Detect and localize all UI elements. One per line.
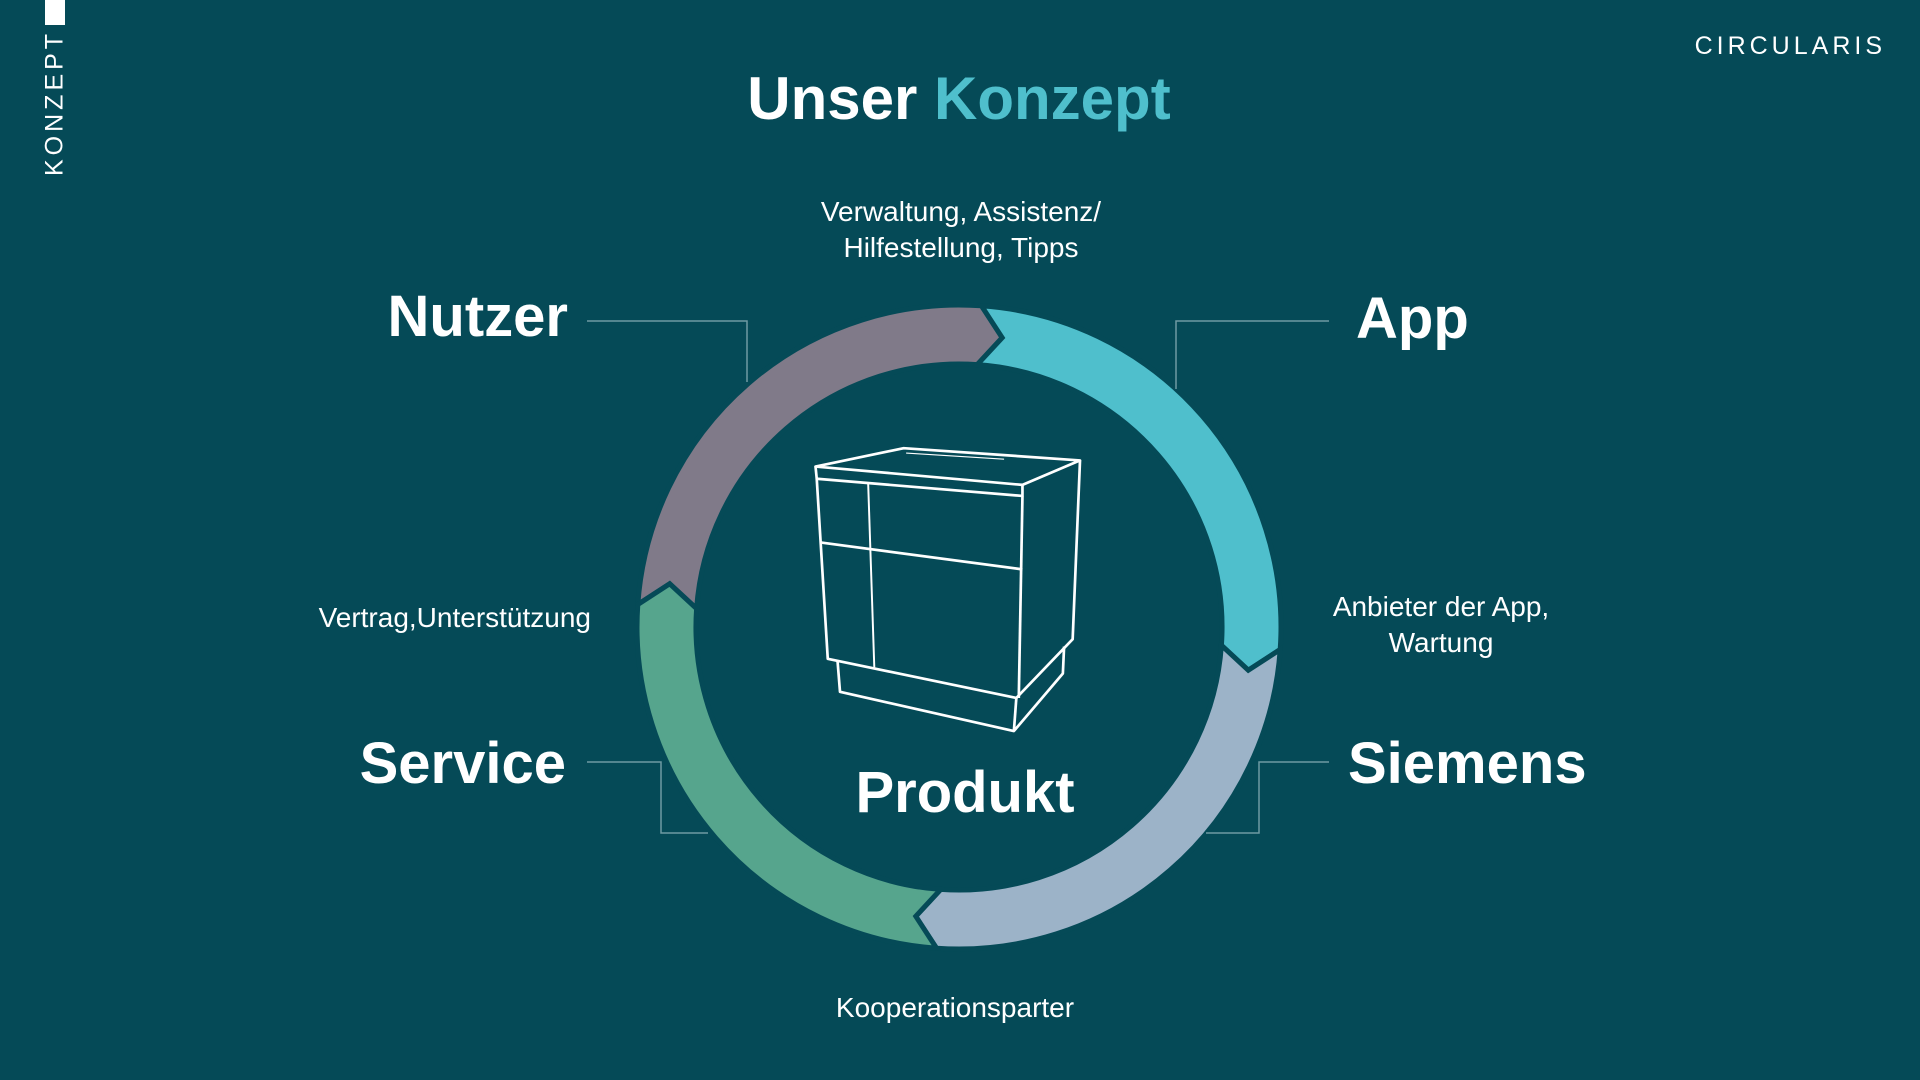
- leader-app: [1175, 320, 1329, 389]
- annotation-right: Anbieter der App, Wartung: [1241, 589, 1641, 661]
- annotation-right-line1: Anbieter der App,: [1332, 591, 1550, 622]
- segment-arrow-service: [634, 580, 947, 952]
- label-service: Service: [359, 731, 566, 796]
- logo: CIRCULARIS: [1694, 32, 1886, 60]
- leader-nutzer: [587, 320, 748, 382]
- annotation-right-line2: Wartung: [1388, 627, 1494, 658]
- leader-lines: [587, 320, 1329, 834]
- sidebar-marker: [45, 0, 65, 25]
- leader-service: [587, 761, 708, 834]
- label-produkt: Produkt: [855, 760, 1075, 825]
- segment-arrow-nutzer: [634, 302, 1006, 615]
- annotation-left: Vertrag,Unterstützung: [318, 602, 591, 633]
- annotation-top-line2: Hilfestellung, Tipps: [843, 232, 1079, 263]
- dishwasher-icon: [814, 446, 1082, 733]
- title-part1: Unser: [747, 65, 918, 132]
- annotation-bottom: Kooperationsparter: [835, 992, 1075, 1023]
- title-part2: Konzept: [934, 65, 1171, 132]
- annotation-top: Verwaltung, Assistenz/ Hilfestellung, Ti…: [761, 194, 1161, 266]
- leader-siemens: [1206, 761, 1329, 834]
- label-app: App: [1356, 286, 1469, 351]
- annotation-top-line1: Verwaltung, Assistenz/: [820, 196, 1102, 227]
- page-title: Unser Konzept: [0, 64, 1918, 133]
- label-nutzer: Nutzer: [387, 284, 568, 349]
- label-siemens: Siemens: [1348, 731, 1587, 796]
